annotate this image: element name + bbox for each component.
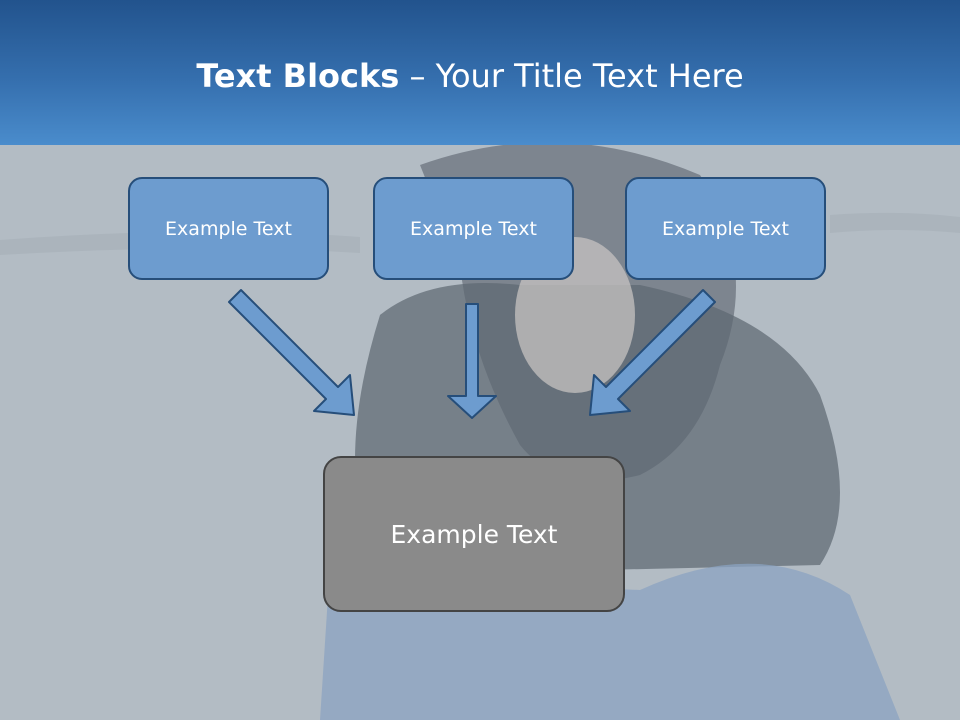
slide-title: Text Blocks – Your Title Text Here [0, 54, 940, 98]
title-banner [0, 0, 960, 145]
text-block-2[interactable]: Example Text [373, 177, 574, 280]
title-bold: Text Blocks [196, 57, 400, 95]
target-block[interactable]: Example Text [323, 456, 625, 612]
text-block-2-label: Example Text [410, 217, 537, 240]
text-block-3[interactable]: Example Text [625, 177, 826, 280]
text-block-3-label: Example Text [662, 217, 789, 240]
title-rest: – Your Title Text Here [399, 57, 744, 95]
text-block-1-label: Example Text [165, 217, 292, 240]
arrow-left [228, 289, 355, 416]
text-block-1[interactable]: Example Text [128, 177, 329, 280]
target-block-label: Example Text [390, 519, 558, 549]
arrow-right [589, 289, 716, 416]
arrow-center [447, 303, 497, 419]
